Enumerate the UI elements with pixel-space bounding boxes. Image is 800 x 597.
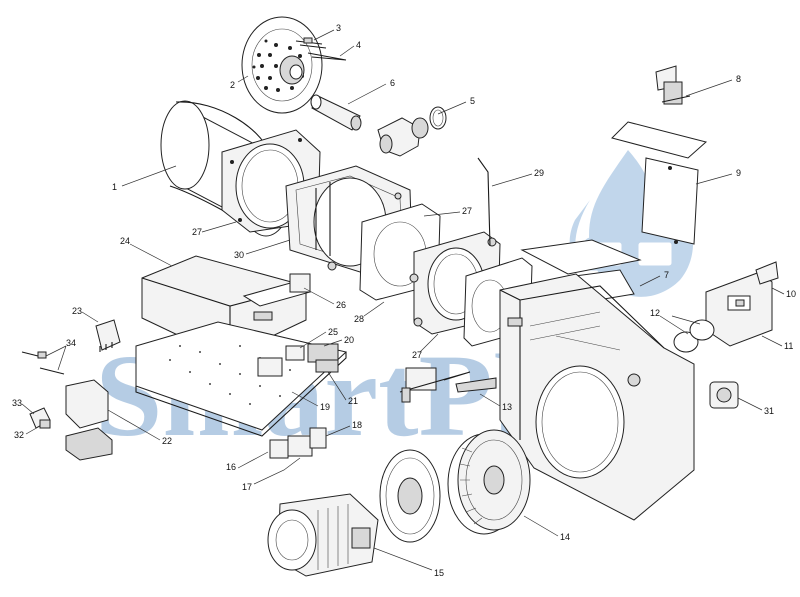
callout-32: 32 xyxy=(14,430,24,440)
terminal-block xyxy=(95,319,121,352)
reset-button-unit xyxy=(709,381,739,409)
callout-18: 18 xyxy=(352,420,362,430)
leader-lines xyxy=(21,29,785,571)
callout-27c: 27 xyxy=(412,350,422,360)
sight-glasses xyxy=(673,319,715,353)
callout-2: 2 xyxy=(230,80,235,90)
electrodes xyxy=(295,37,347,61)
inspection-panel xyxy=(611,121,708,245)
callout-30: 30 xyxy=(234,250,244,260)
callout-29: 29 xyxy=(534,168,544,178)
callout-16: 16 xyxy=(226,462,236,472)
callout-labels: 1 2 3 4 5 6 7 8 9 10 11 12 13 14 15 16 1… xyxy=(12,23,796,578)
relay-blocks xyxy=(269,427,327,459)
callout-33: 33 xyxy=(12,398,22,408)
callout-1: 1 xyxy=(112,182,117,192)
callout-11: 11 xyxy=(784,341,793,351)
transformer xyxy=(65,379,113,461)
nozzle-tube xyxy=(310,94,362,131)
callout-20: 20 xyxy=(344,335,354,345)
callout-34: 34 xyxy=(66,338,76,348)
bracket xyxy=(655,65,691,105)
elbow-fitting xyxy=(377,106,447,157)
callout-22: 22 xyxy=(162,436,172,446)
callout-31: 31 xyxy=(764,406,774,416)
callout-26: 26 xyxy=(336,300,346,310)
callout-25: 25 xyxy=(328,327,338,337)
solenoid-valve xyxy=(399,367,497,403)
plug-connector xyxy=(29,407,51,429)
callout-4: 4 xyxy=(356,40,361,50)
callout-3: 3 xyxy=(336,23,341,33)
callout-7: 7 xyxy=(664,270,669,280)
callout-27b: 27 xyxy=(462,206,472,216)
callout-24: 24 xyxy=(120,236,130,246)
callout-13: 13 xyxy=(502,402,512,412)
fan-impeller xyxy=(447,429,531,535)
callout-28: 28 xyxy=(354,314,364,324)
callout-15: 15 xyxy=(434,568,444,578)
main-housing xyxy=(499,273,695,521)
control-cover xyxy=(705,261,779,347)
callout-5: 5 xyxy=(470,96,475,106)
callout-23: 23 xyxy=(72,306,82,316)
callout-21: 21 xyxy=(348,396,358,406)
callout-19: 19 xyxy=(320,402,330,412)
motor-plate xyxy=(379,449,441,543)
callout-9: 9 xyxy=(736,168,741,178)
callout-17: 17 xyxy=(242,482,252,492)
callout-12: 12 xyxy=(650,308,660,318)
callout-10: 10 xyxy=(786,289,796,299)
callout-8: 8 xyxy=(736,74,741,84)
connector-block xyxy=(289,273,311,293)
callout-14: 14 xyxy=(560,532,570,542)
callout-6: 6 xyxy=(390,78,395,88)
callout-27a: 27 xyxy=(192,227,202,237)
screws xyxy=(21,351,65,375)
motor xyxy=(267,493,379,577)
terminal-components xyxy=(257,343,339,377)
adjustment-rod xyxy=(477,157,491,247)
burner-head-disk xyxy=(241,16,323,114)
